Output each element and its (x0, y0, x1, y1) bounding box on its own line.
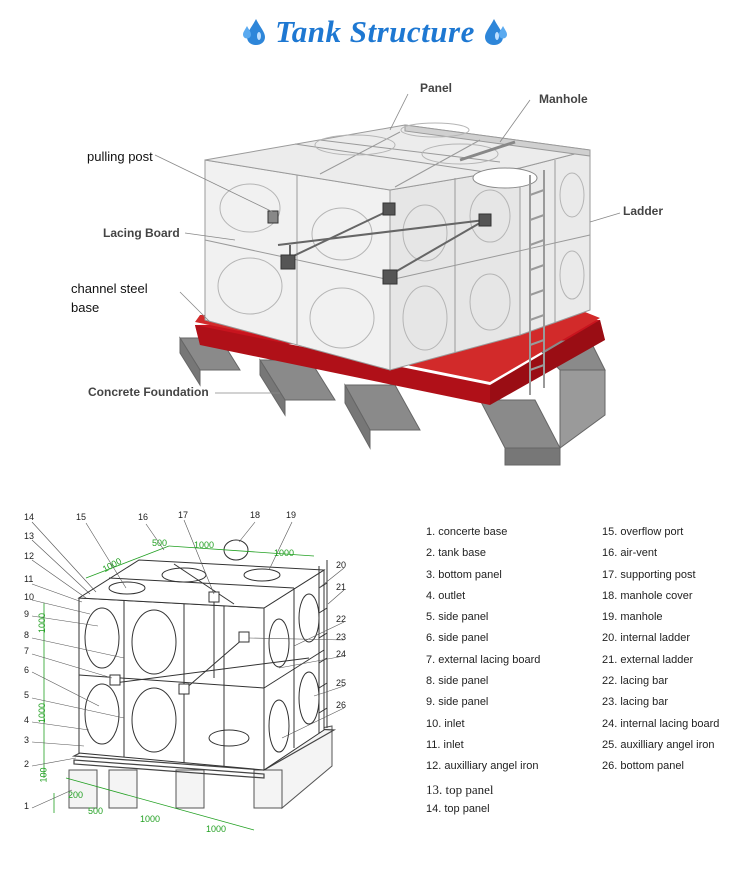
legend-item-14: 14. top panel (426, 802, 490, 815)
callout-channel-steel-base-line2: base (71, 300, 100, 315)
legend-item-3: 3. bottom panel (426, 568, 502, 581)
legend-item-2: 2. tank base (426, 547, 486, 560)
legend-item-21: 21. external ladder (602, 653, 694, 666)
part-number-17: 17 (178, 510, 189, 520)
tank-illustration: Panel Manhole pulling post Lacing Board … (60, 70, 700, 470)
water-drop-icon (243, 19, 266, 45)
legend-item-18: 18. manhole cover (602, 589, 693, 602)
part-number-5: 5 (24, 690, 30, 700)
legend-item-19: 19. manhole (602, 611, 663, 624)
legend-item-13: 13. top panel (426, 781, 494, 797)
part-number-3: 3 (24, 735, 30, 745)
legend-item-11: 11. inlet (426, 738, 464, 751)
callout-leaders (154, 93, 621, 394)
legend-item-1: 1. concerte base (426, 526, 508, 538)
lacing-boards (109, 591, 250, 695)
legend-item-23: 23. lacing bar (602, 696, 669, 709)
legend-item-12: 12. auxilliary angel iron (426, 760, 539, 773)
part-number-18: 18 (250, 510, 261, 520)
legend-item-8: 8. side panel (426, 675, 489, 688)
part-leaders (31, 519, 345, 809)
legend-item-26: 26. bottom panel (602, 760, 684, 773)
callout-manhole: Manhole (539, 92, 588, 106)
callout-ladder: Ladder (623, 204, 664, 218)
parts-diagram-svg (31, 519, 345, 831)
part-number-4: 4 (24, 715, 30, 725)
part-number-11: 11 (24, 574, 34, 584)
callout-pulling-post: pulling post (87, 149, 153, 164)
part-number-15: 15 (76, 512, 87, 522)
legend-item-10: 10. inlet (426, 717, 465, 730)
dimension-lines (43, 545, 315, 831)
part-number-25: 25 (336, 678, 347, 688)
part-number-12: 12 (24, 551, 35, 561)
part-number-26: 26 (336, 700, 347, 710)
lacing-boards (267, 202, 492, 285)
page-title: Tank Structure (275, 14, 475, 49)
tank-illustration-svg (154, 93, 621, 466)
part-number-7: 7 (24, 646, 30, 656)
legend-item-7: 7. external lacing board (426, 653, 541, 666)
dimension-bottom-1000: 1000 (140, 814, 161, 824)
water-drop-icon (484, 19, 507, 45)
legend-item-17: 17. supporting post (602, 568, 696, 581)
legend-item-9: 9. side panel (426, 696, 489, 709)
part-number-10: 10 (24, 592, 35, 602)
legend-item-6: 6. side panel (426, 632, 489, 645)
tank-walls (77, 559, 326, 771)
dimension-bottom-1000b: 1000 (206, 824, 227, 834)
part-number-6: 6 (24, 665, 30, 675)
legend-column-1: 1. concerte base 2. tank base 3. bottom … (426, 526, 601, 824)
dimension-top-500: 500 (152, 538, 168, 548)
part-number-13: 13 (24, 531, 35, 541)
ladder (529, 170, 545, 395)
legend-item-16: 16. air-vent (602, 547, 658, 560)
part-number-22: 22 (336, 614, 347, 624)
part-number-9: 9 (24, 609, 30, 619)
dimension-top-1000b: 1000 (274, 548, 295, 558)
lacing-bars (113, 598, 310, 691)
lacing-bars (277, 209, 486, 276)
dimension-left-100: 100 (38, 767, 49, 783)
callout-lacing-board: Lacing Board (103, 226, 180, 240)
legend-item-25: 25. auxilliary angel iron (602, 738, 715, 751)
legend-item-4: 4. outlet (426, 589, 466, 602)
dimension-top-1000a: 1000 (194, 540, 215, 550)
part-number-24: 24 (336, 649, 347, 659)
part-number-14: 14 (24, 512, 35, 522)
callout-panel: Panel (420, 81, 453, 95)
part-number-2: 2 (24, 759, 30, 769)
callout-channel-steel-base-line1: channel steel (71, 281, 148, 296)
legend-item-15: 15. overflow port (602, 526, 684, 538)
legend-item-22: 22. lacing bar (602, 675, 669, 688)
part-number-21: 21 (336, 582, 347, 592)
legend-column-2: 15. overflow port 16. air-vent 17. suppo… (602, 526, 750, 782)
part-number-16: 16 (138, 512, 149, 522)
part-number-19: 19 (286, 510, 297, 520)
part-number-1: 1 (24, 801, 30, 811)
parts-diagram: 14 15 16 17 18 19 13 12 11 10 9 8 7 6 5 … (14, 508, 354, 848)
dimension-left-1000b: 1000 (37, 612, 48, 634)
dimension-bottom-500: 500 (88, 806, 104, 816)
dimension-left-1000c: 1000 (37, 702, 48, 724)
part-number-8: 8 (24, 630, 30, 640)
part-number-23: 23 (336, 632, 347, 642)
part-number-20: 20 (336, 560, 347, 570)
legend-item-5: 5. side panel (426, 611, 489, 624)
legend-item-24: 24. internal lacing board (602, 717, 720, 730)
title-row: Tank Structure (0, 12, 750, 52)
callout-concrete-foundation: Concrete Foundation (88, 385, 209, 399)
legend-item-20: 20. internal ladder (602, 632, 691, 645)
dimension-bottom-200: 200 (68, 790, 84, 800)
external-ladder (318, 560, 328, 733)
